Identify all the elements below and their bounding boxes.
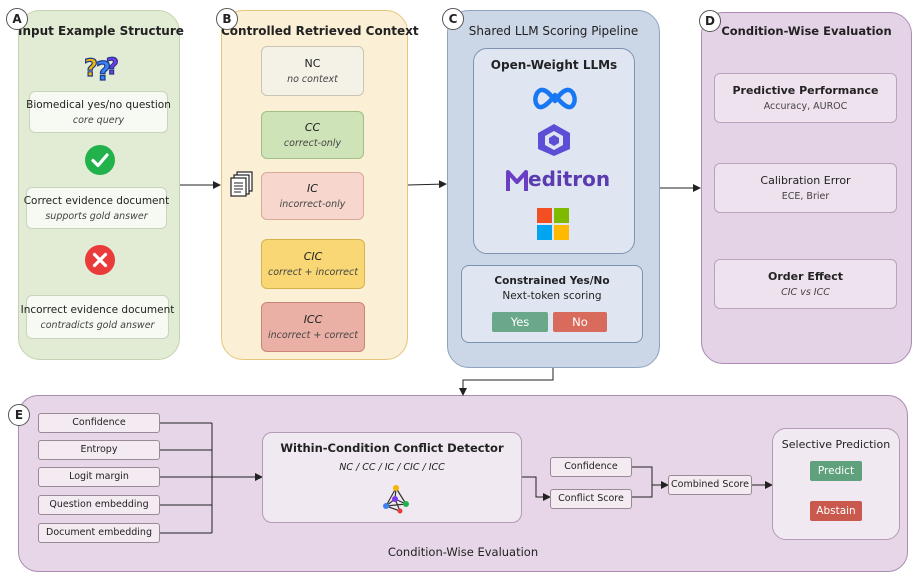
conflict-score-node: Conflict Score: [550, 489, 632, 509]
meta-logo-icon: [531, 85, 579, 111]
question-marks-icon: ? ? ?: [82, 50, 122, 87]
feature-logit-margin: Logit margin: [38, 467, 160, 487]
badge-a: A: [6, 8, 28, 30]
svg-text:?: ?: [106, 55, 119, 80]
svg-text:?: ?: [96, 57, 111, 84]
scoring-line-1: Constrained Yes/No: [494, 275, 610, 287]
condition-cic: CIC correct + incorrect: [261, 239, 365, 289]
condition-icc: ICC incorrect + correct: [261, 302, 365, 352]
badge-b: B: [216, 8, 238, 30]
llms-title: Open-Weight LLMs: [490, 58, 618, 72]
documents-icon: [229, 170, 257, 198]
arrow-c-e: [459, 368, 554, 396]
cross-icon: [84, 244, 116, 276]
meditron-m-icon: [506, 170, 528, 191]
scoring-box: [461, 265, 643, 343]
scoring-line-2: Next-token scoring: [502, 290, 602, 302]
panel-c-title: Shared LLM Scoring Pipeline: [468, 24, 639, 38]
network-icon: [380, 484, 412, 514]
panel-e-footer: Condition-Wise Evaluation: [387, 545, 539, 559]
selective-prediction-box: [772, 428, 900, 540]
detector-subtitle: NC / CC / IC / CIC / ICC: [339, 462, 445, 473]
badge-c: C: [442, 8, 464, 30]
badge-e: E: [8, 404, 30, 426]
panel-b-title: Controlled Retrieved Context: [221, 24, 419, 38]
feature-entropy: Entropy: [38, 440, 160, 460]
badge-d: D: [699, 10, 721, 32]
question-card: Biomedical yes/no question core query: [26, 91, 171, 133]
yes-button: Yes: [492, 312, 548, 332]
qwen-logo-icon: [534, 122, 574, 158]
confidence-node: Confidence: [550, 457, 632, 477]
predict-button: Predict: [810, 461, 862, 481]
condition-ic: IC incorrect-only: [261, 172, 364, 220]
meditron-logo: editron: [506, 167, 610, 195]
combined-score-node: Combined Score: [668, 475, 752, 495]
feature-confidence: Confidence: [38, 413, 160, 433]
incorrect-evidence-card: Incorrect evidence document contradicts …: [21, 295, 174, 339]
panel-a-title: Input Example Structure: [18, 24, 184, 38]
arrow-b-c: [407, 180, 447, 189]
detector-title: Within-Condition Conflict Detector: [280, 441, 504, 455]
metric-calibration: Calibration Error ECE, Brier: [714, 163, 897, 213]
abstain-button: Abstain: [810, 501, 862, 521]
condition-nc: NC no context: [261, 46, 364, 96]
panel-d-title: Condition-Wise Evaluation: [721, 24, 892, 38]
no-button: No: [553, 312, 607, 332]
feature-document-embedding: Document embedding: [38, 523, 160, 543]
feature-question-embedding: Question embedding: [38, 495, 160, 515]
selective-title: Selective Prediction: [781, 438, 891, 451]
metric-predictive: Predictive Performance Accuracy, AUROC: [714, 73, 897, 123]
condition-cc: CC correct-only: [261, 111, 364, 159]
microsoft-logo-icon: [537, 208, 570, 241]
check-icon: [84, 144, 116, 176]
correct-evidence-card: Correct evidence document supports gold …: [24, 187, 169, 229]
svg-text:?: ?: [84, 54, 98, 82]
metric-order-effect: Order Effect CIC vs ICC: [714, 259, 897, 309]
